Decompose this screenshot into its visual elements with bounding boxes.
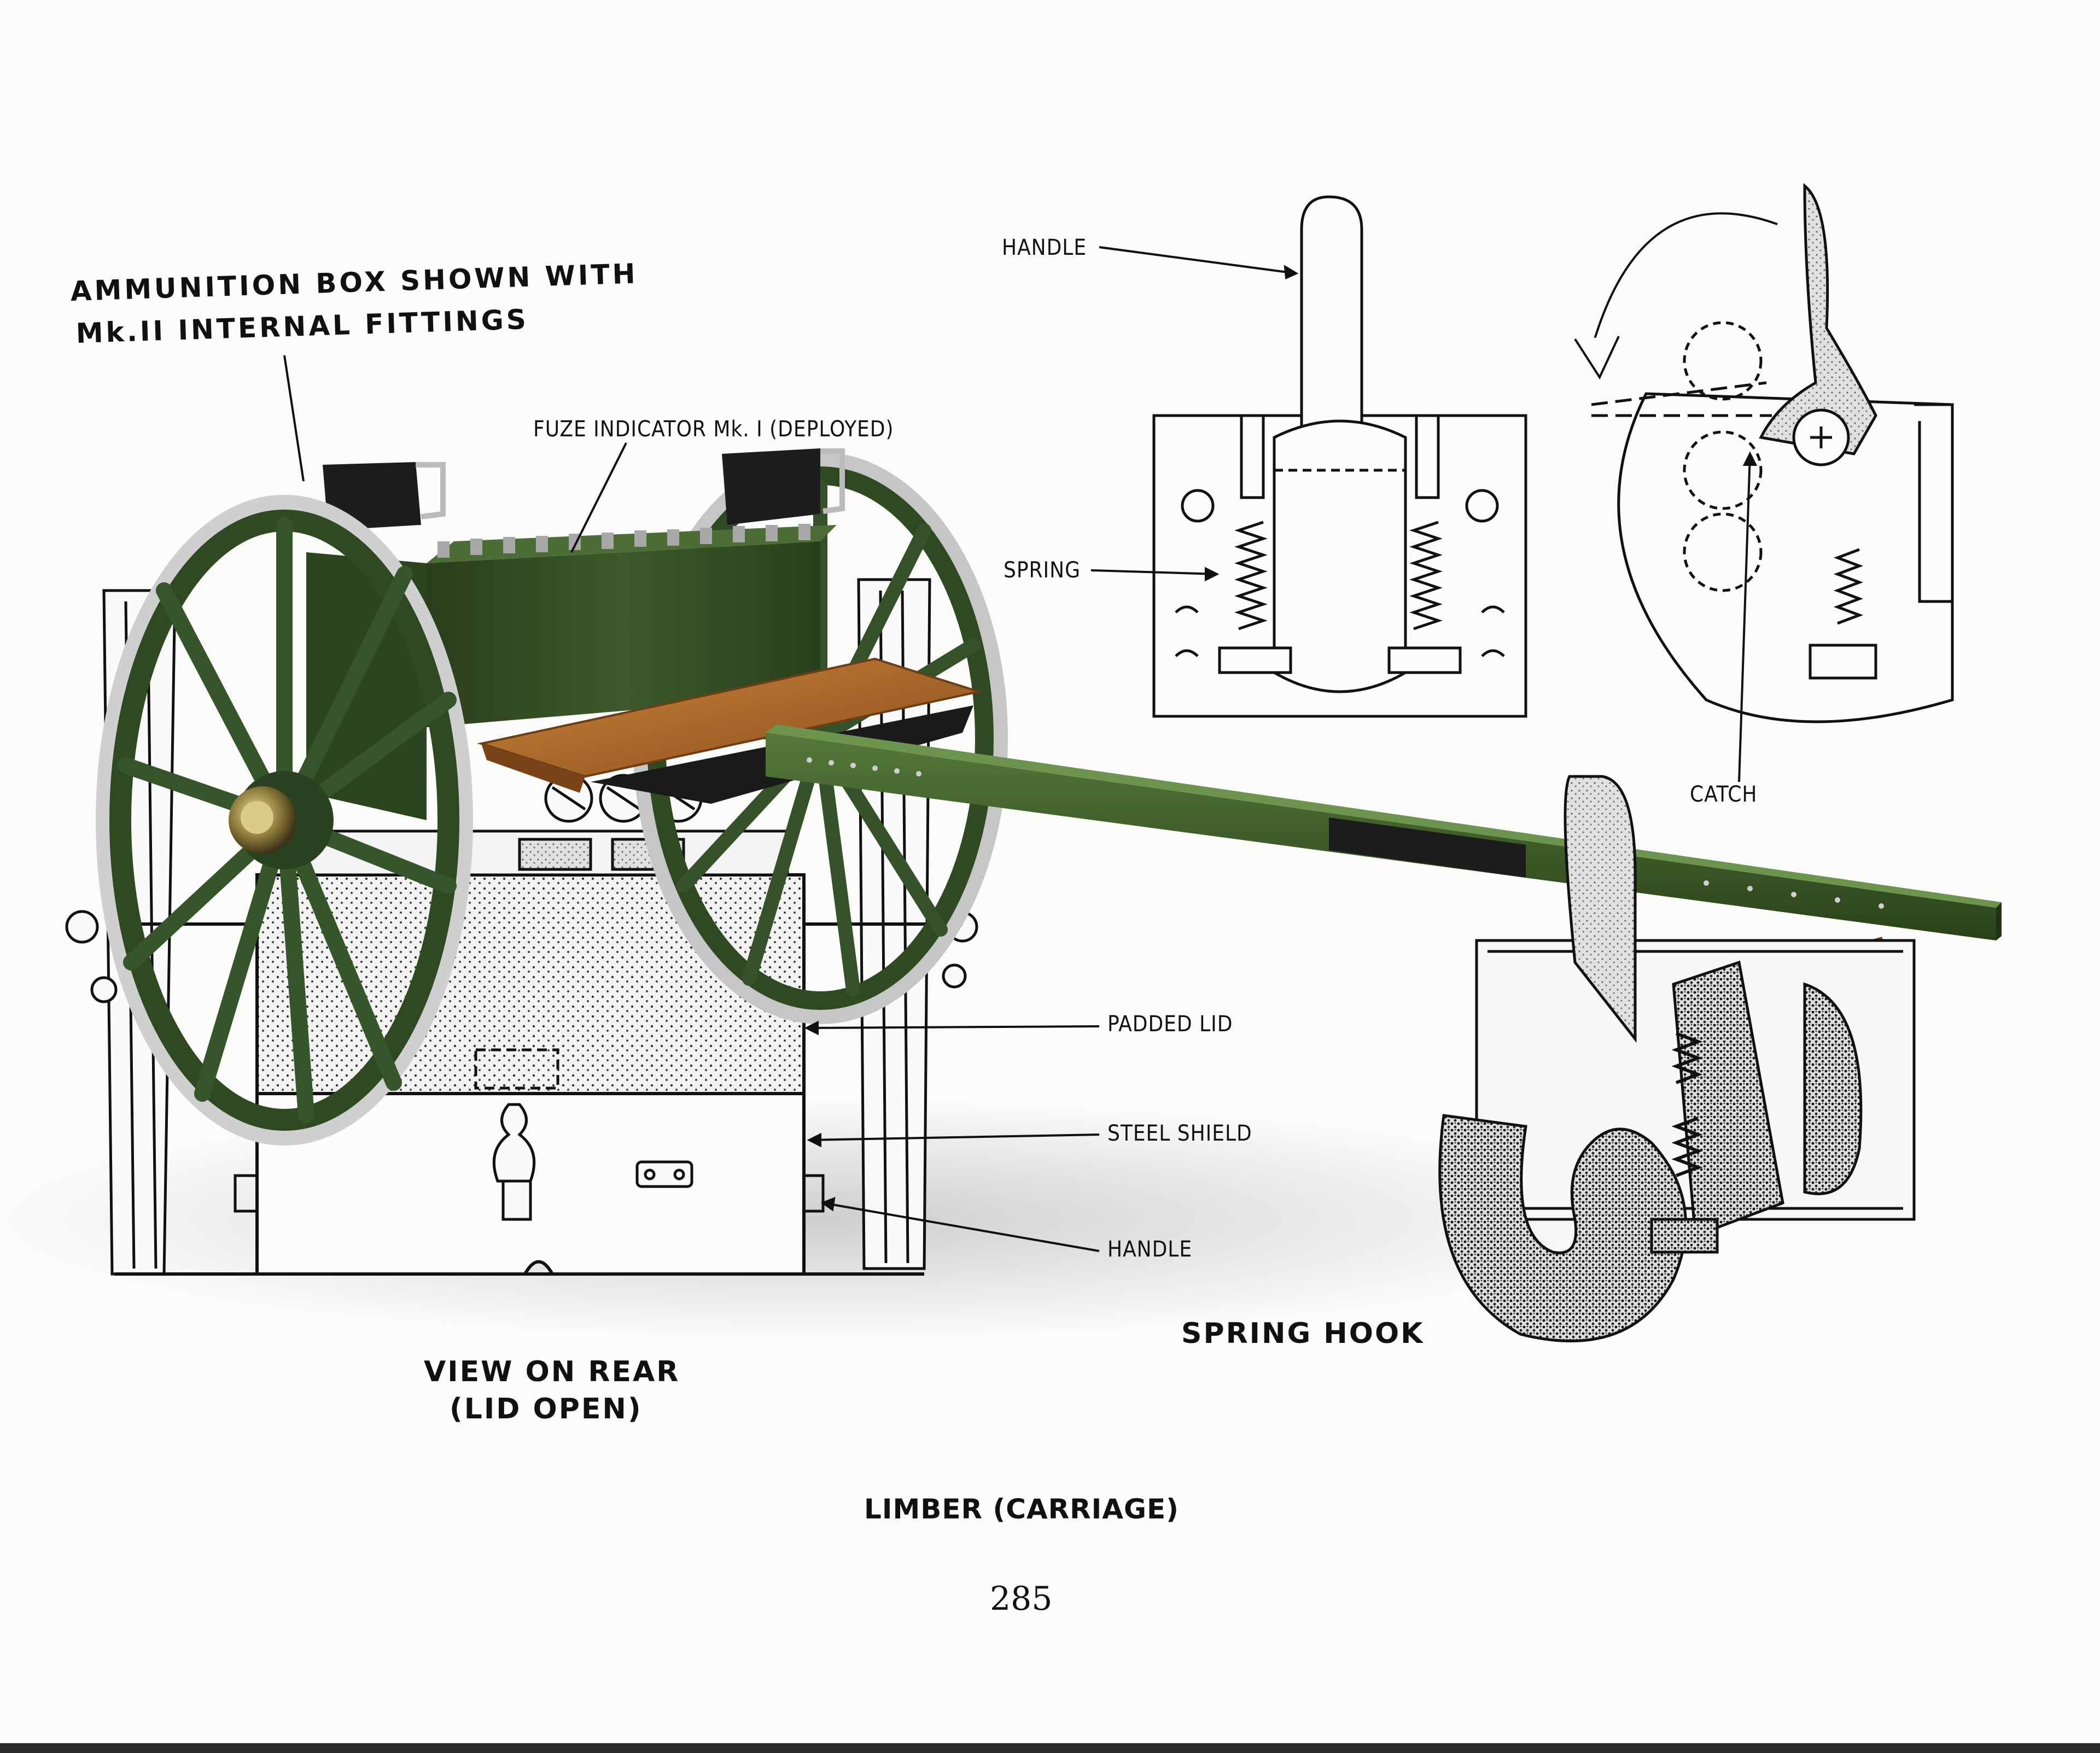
padded-lid <box>255 873 806 1095</box>
steel-shield-label: STEEL SHIELD <box>1107 1121 1252 1146</box>
view-on-rear-line1: VIEW ON REAR <box>424 1355 680 1388</box>
figure-caption: LIMBER (CARRIAGE) <box>864 1493 1179 1525</box>
left-wheel <box>96 495 473 1146</box>
spring-hook-title: SPRING HOOK <box>1181 1317 1425 1350</box>
spring-label: SPRING <box>1004 558 1081 583</box>
handle-spring-detail <box>1152 195 1527 718</box>
handle-label-bottom: HANDLE <box>1107 1237 1193 1262</box>
handle-label-top: HANDLE <box>1002 235 1087 260</box>
footboard <box>477 657 983 778</box>
catch-label: CATCH <box>1690 782 1758 807</box>
ammunition-box <box>306 524 837 820</box>
limber-render <box>96 448 2002 1146</box>
page-number: 285 <box>990 1580 1053 1618</box>
seat-backs <box>323 448 845 530</box>
catch-detail <box>1574 183 1954 723</box>
view-on-rear-line2: (LID OPEN) <box>450 1393 643 1425</box>
leader-lines <box>283 246 1758 1252</box>
draught-pole <box>766 724 2002 940</box>
spring-hook-drawing <box>1438 775 1916 1342</box>
fuze-indicator-label: FUZE INDICATOR Mk. I (DEPLOYED) <box>533 417 894 442</box>
padded-lid-label: PADDED LID <box>1107 1012 1233 1037</box>
page-edge-bar <box>0 1743 2100 1753</box>
